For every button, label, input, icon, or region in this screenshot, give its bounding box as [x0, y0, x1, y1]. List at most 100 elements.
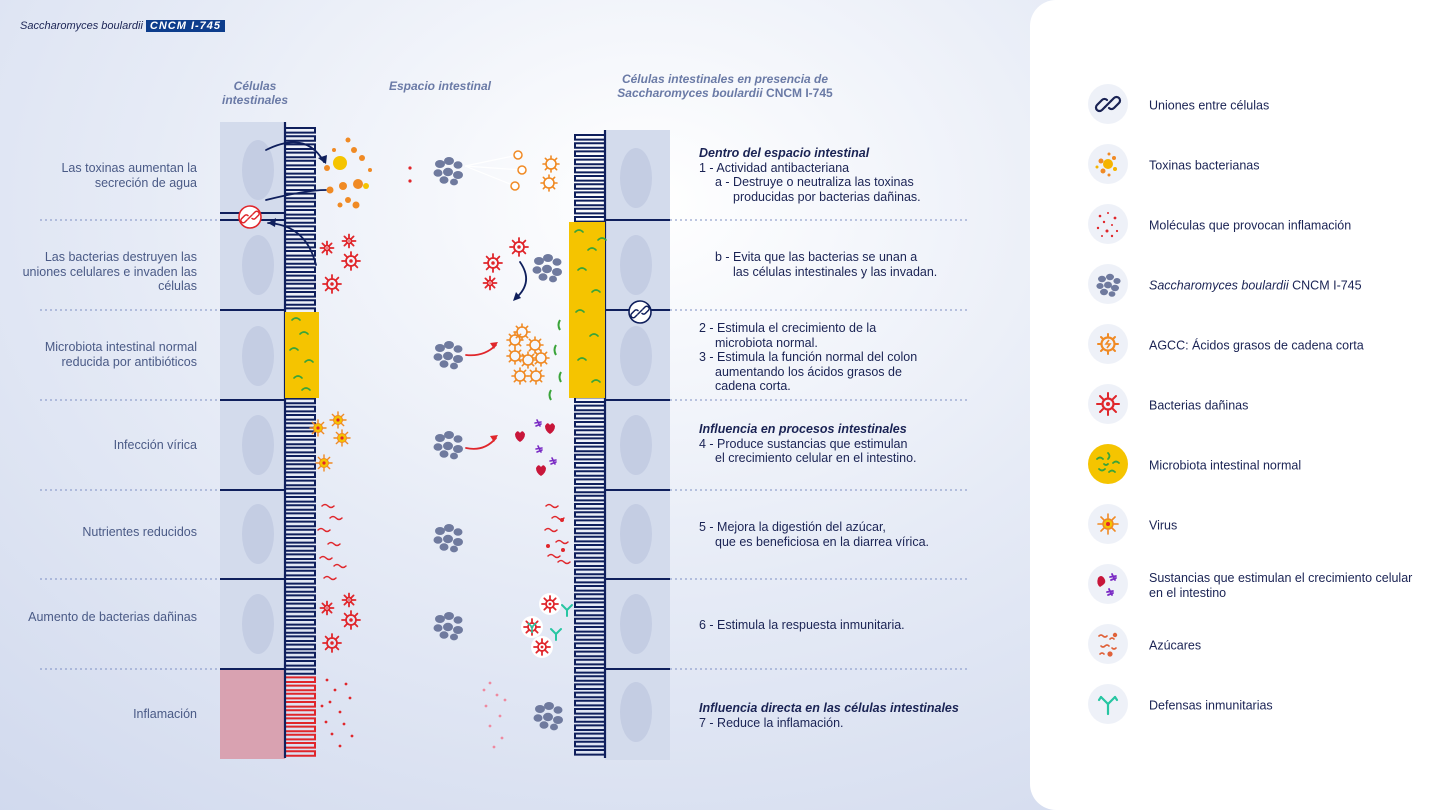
arrow-head — [268, 218, 276, 227]
inflammation-molecule — [498, 714, 502, 718]
left-microvilli — [285, 127, 316, 757]
microvillus — [574, 150, 605, 157]
description-heading-direct-influence: Influencia directa en las células intest… — [699, 701, 959, 715]
scfa-spike — [508, 349, 513, 354]
bacterium-spike — [349, 235, 355, 241]
microvillus — [285, 184, 316, 191]
scfa-spike — [553, 166, 558, 171]
microvillus — [285, 569, 316, 577]
scfa-spike — [528, 347, 533, 352]
microvillus — [285, 446, 316, 454]
microvillus — [574, 421, 605, 428]
yeast-cell — [453, 161, 463, 169]
microvillus — [574, 601, 605, 608]
harmful-bacterium — [322, 633, 342, 653]
description-7: Influencia directa en las células intest… — [699, 701, 959, 730]
scfa-spike — [529, 369, 534, 374]
bacillus — [304, 359, 314, 363]
microvillus — [574, 617, 605, 625]
yeast-cell — [443, 441, 453, 451]
microvillus — [574, 486, 605, 494]
scfa-molecule — [511, 367, 529, 385]
yeast-cell — [542, 264, 552, 274]
bacterium-spike — [535, 640, 541, 646]
microbiota-strip-right — [569, 222, 605, 398]
microvillus — [285, 422, 316, 429]
yeast-cell — [532, 266, 542, 274]
yeast-cell — [550, 723, 558, 731]
microvillus — [285, 299, 316, 306]
microvillus — [285, 660, 316, 667]
microvillus — [574, 470, 605, 477]
microvillus — [574, 527, 605, 535]
bacterium-spike — [321, 242, 327, 248]
description-line: 3 - Estimula la función normal del colon — [699, 350, 918, 364]
microvillus — [574, 511, 605, 518]
microvillus — [285, 602, 316, 610]
toxin-particle — [333, 156, 347, 170]
microvillus — [285, 291, 316, 298]
bacillus — [291, 317, 301, 321]
cell-nucleus — [620, 682, 652, 742]
yeast-cell — [543, 712, 553, 722]
saccharomyces-cluster — [433, 524, 463, 553]
yeast-cell — [439, 631, 449, 639]
microvillus — [285, 455, 316, 462]
microvillus — [285, 643, 316, 651]
scfa-spike — [530, 353, 535, 358]
arrow-head — [513, 292, 521, 301]
bacterium-core — [326, 607, 328, 609]
cell-nucleus — [620, 326, 652, 386]
legend-label: Toxinas bacterianas — [1149, 158, 1260, 173]
description-5: 5 - Mejora la digestión del azúcar, que … — [699, 520, 929, 549]
microvillus — [285, 635, 316, 642]
inflammation-molecule — [348, 696, 352, 700]
microvillus — [285, 168, 316, 175]
microvillus — [574, 462, 605, 469]
microvillus — [285, 471, 316, 478]
microvillus — [574, 568, 605, 576]
bacterium-spike — [321, 248, 327, 254]
microvillus — [574, 749, 605, 756]
microvillus — [285, 545, 316, 552]
yeast-cell — [435, 160, 445, 168]
cell-nucleus — [620, 594, 652, 654]
toxin-particle — [368, 168, 372, 172]
inflammation-molecule — [488, 681, 492, 685]
cell-nucleus — [242, 235, 274, 295]
bacterium-spike — [353, 263, 359, 269]
scfa-spike — [508, 333, 513, 338]
saccharomyces-cluster — [532, 254, 562, 283]
yeast-cell — [444, 524, 454, 532]
yeast-cell — [453, 171, 463, 179]
description-line: 7 - Reduce la inflamación. — [699, 715, 844, 730]
microvillus — [285, 217, 316, 224]
scfa-spike — [517, 342, 522, 347]
legend-item-immune-defenses: Defensas inmunitarias — [1088, 684, 1428, 728]
inflammation-molecule — [328, 700, 332, 704]
yeast-cell — [535, 705, 545, 713]
description-line: cadena corta. — [715, 379, 791, 393]
toxin-particle — [326, 186, 334, 194]
bacterium-spike — [334, 286, 340, 292]
yeast-cell — [439, 176, 449, 184]
bacterium-spike — [484, 283, 490, 289]
left-cell-wall — [220, 122, 285, 670]
yeast-cell — [453, 538, 463, 546]
toxins-icon — [1088, 144, 1128, 184]
immune-defense — [550, 628, 562, 641]
microvillus — [285, 578, 316, 585]
yeast-cell — [450, 362, 458, 370]
column-header-cells-sb-line1: Células intestinales en presencia de — [621, 72, 829, 86]
microvillus — [574, 699, 605, 707]
microvillus — [574, 634, 605, 641]
neutralized-toxin — [517, 165, 527, 175]
microvillus — [574, 642, 605, 649]
microvillus — [574, 478, 605, 485]
microvillus — [285, 512, 316, 519]
harmful-bacterium — [341, 233, 357, 249]
toxin-particle — [351, 147, 357, 153]
bacterium-spike — [551, 597, 557, 603]
sugar-molecule — [321, 503, 335, 509]
